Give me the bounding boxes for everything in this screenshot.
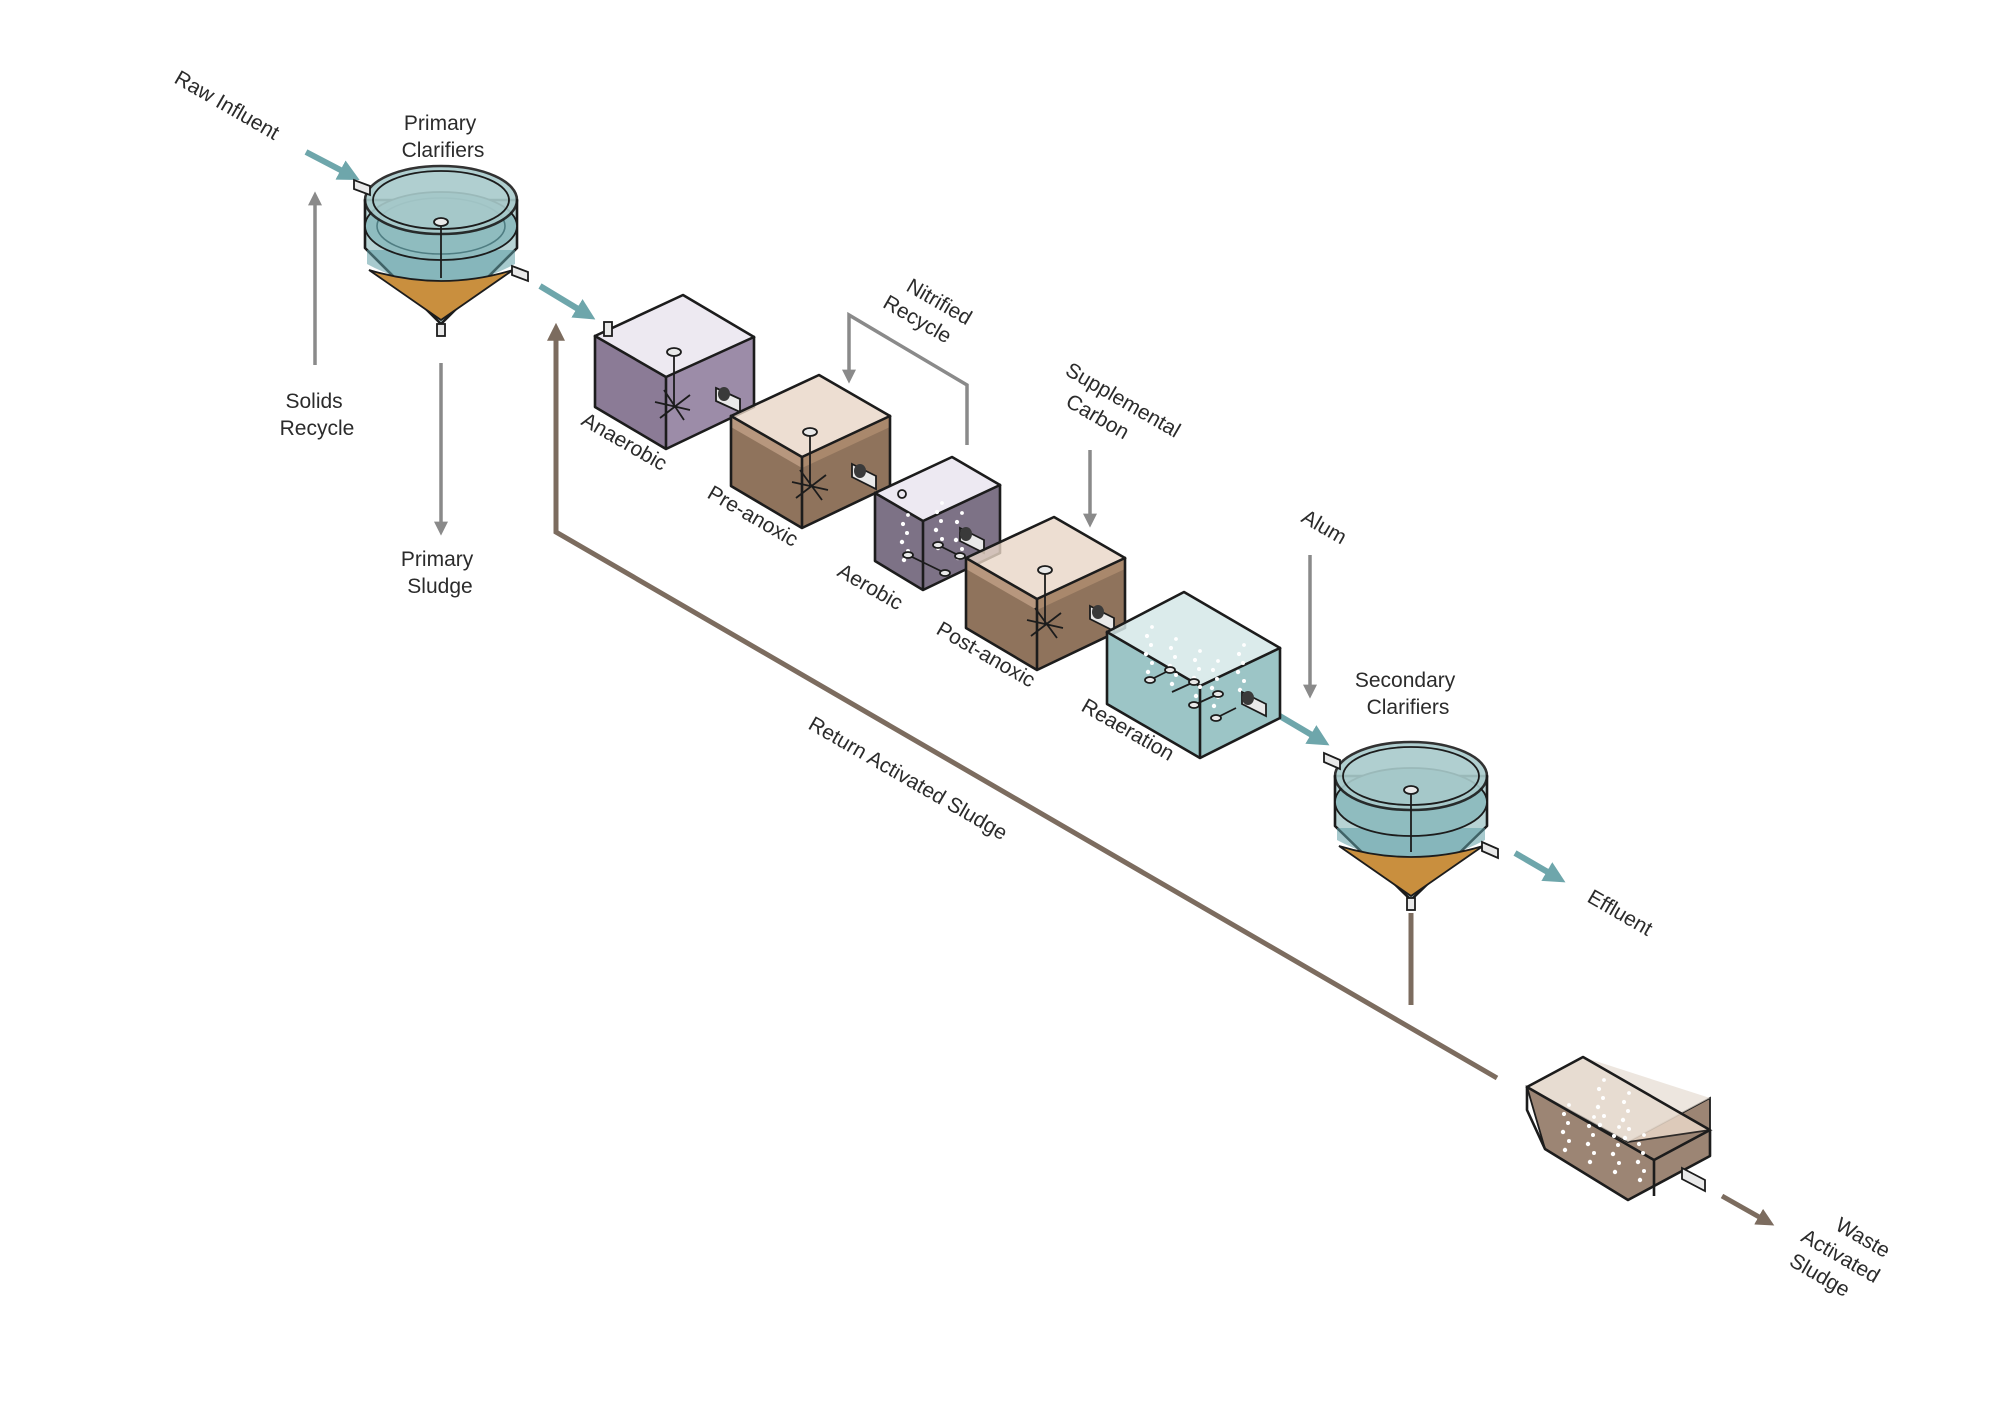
primary-clarifiers-label-line1: Primary [404, 112, 477, 135]
reaeration-basin [1105, 590, 1282, 760]
waste-activated-sludge-arrow [1720, 1193, 1775, 1226]
secondary-clarifiers-label: Secondary Clarifiers [1355, 669, 1461, 719]
primary-sludge-label: Primary Sludge [401, 548, 479, 598]
primary-clarifiers-label-line2: Clarifiers [402, 139, 485, 162]
reaeration-outflow-arrow [1276, 712, 1330, 746]
return-activated-sludge-line [547, 322, 1499, 1081]
primary-sludge-label-line1: Primary [401, 548, 474, 571]
supplemental-carbon-label: Supplemental Carbon [1048, 358, 1189, 468]
secondary-clarifier [1323, 740, 1499, 911]
primary-sludge-label-line2: Sludge [407, 575, 472, 598]
pipe-connector [1089, 604, 1115, 633]
solids-recycle-label-line1: Solids [285, 390, 342, 413]
primary-clarifiers-label: Primary Clarifiers [402, 112, 485, 162]
waste-activated-sludge-label: Waste Activated Sludge [1784, 1201, 1902, 1314]
effluent-label: Effluent [1584, 885, 1657, 940]
pipe-connector [959, 526, 985, 555]
pipe-connector [851, 462, 877, 491]
raw-influent-arrow [304, 149, 360, 180]
primary-clarifier [353, 164, 529, 337]
alum-label: Alum [1298, 505, 1351, 549]
solids-recycle-label: Solids Recycle [280, 390, 355, 440]
secondary-clarifiers-label-line1: Secondary [1355, 669, 1456, 692]
effluent-arrow [1513, 850, 1566, 883]
post-anoxic-basin [964, 515, 1127, 672]
primary-effluent-arrow [538, 283, 596, 320]
nitrified-recycle-arrow [842, 311, 969, 445]
raw-influent-label: Raw Influent [171, 66, 284, 144]
secondary-clarifiers-label-line2: Clarifiers [1367, 696, 1450, 719]
waste-sludge-tank [1525, 1055, 1713, 1202]
anaerobic-basin [593, 293, 756, 451]
solids-recycle-label-line2: Recycle [280, 417, 355, 440]
